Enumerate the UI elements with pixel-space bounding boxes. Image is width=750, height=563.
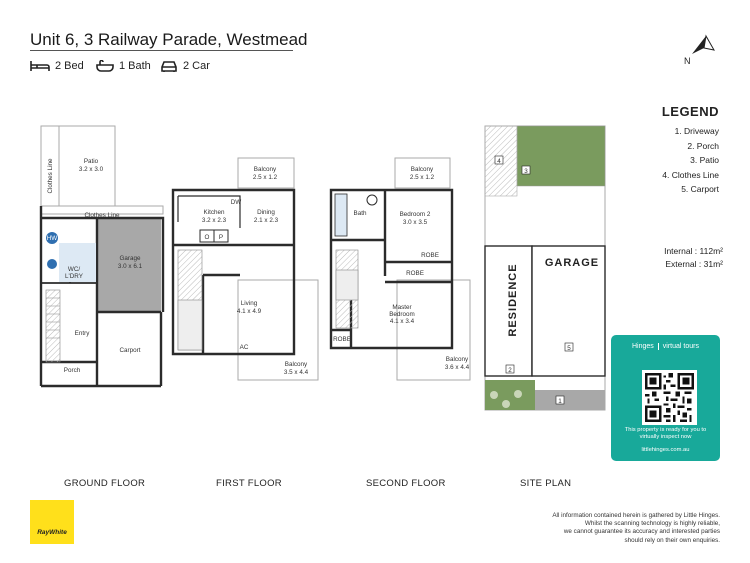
hw-unit: [46, 232, 58, 244]
site-marker-1: 1: [558, 398, 562, 405]
wc-label: WC/: [68, 266, 80, 273]
laundry-label: L'DRY: [65, 273, 84, 280]
kitchen-label: Kitchen: [203, 209, 225, 216]
robe3-label: ROBE: [333, 336, 351, 343]
entry-label: Entry: [75, 330, 91, 337]
living-label: Living: [241, 300, 258, 307]
bath-label: Bath: [354, 210, 367, 217]
site-plan: [484, 125, 606, 411]
patio-label: Patio: [84, 158, 99, 165]
badge-product: virtual tours: [657, 343, 699, 350]
disclaimer-line: All information contained herein is gath…: [552, 512, 720, 519]
legend-title: LEGEND: [661, 104, 719, 119]
garage-dimensions: 3.0 x 6.1: [118, 263, 143, 270]
north-label: N: [684, 56, 691, 66]
bath-feature: 1 Bath: [96, 60, 151, 72]
legend-item: 2. Porch: [687, 140, 719, 151]
site-marker-5: 5: [567, 345, 571, 352]
living-dimensions: 4.1 x 4.9: [237, 308, 262, 315]
balcony2-dimensions: 3.5 x 4.4: [284, 369, 309, 376]
second-floor-label: SECOND FLOOR: [366, 478, 446, 489]
disclaimer: All information contained herein is gath…: [470, 512, 720, 545]
site-marker-4: 4: [497, 158, 501, 165]
balcony3-label: Balcony: [411, 166, 434, 173]
balcony1-dimensions: 2.5 x 1.2: [253, 174, 278, 181]
first-floor-plan: [171, 157, 319, 381]
balcony2-label: Balcony: [285, 361, 308, 368]
ground-floor-plan: [39, 125, 165, 388]
balcony1-label: Balcony: [254, 166, 277, 173]
badge-url[interactable]: littlehinges.com.au: [641, 447, 690, 453]
balcony4-label: Balcony: [446, 356, 469, 363]
external-area-value: 31m²: [703, 259, 723, 269]
clothes-line-label: Clothes Line: [84, 212, 120, 219]
legend-list: 1. Driveway 2. Porch 3. Patio 4. Clothes…: [560, 124, 719, 197]
robe1-label: ROBE: [421, 252, 439, 259]
porch-label: Porch: [64, 367, 81, 374]
grass-area: [517, 126, 605, 186]
disclaimer-line: Whilst the scanning technology is highly…: [584, 520, 720, 528]
pantry-label: P: [219, 234, 223, 241]
internal-area-value: 112m²: [699, 246, 723, 256]
site-garage-label: GARAGE: [545, 257, 599, 269]
bath-icon: [96, 60, 114, 72]
bedroom2-dimensions: 3.0 x 3.5: [403, 219, 428, 226]
balcony4-dimensions: 3.6 x 4.4: [445, 364, 470, 371]
disclaimer-line: we cannot guarantee its accuracy and int…: [563, 528, 720, 536]
bed-count: 2 Bed: [55, 60, 84, 72]
patio-dimensions: 3.2 x 3.0: [79, 166, 104, 173]
agency-logo-text: RayWhite: [37, 529, 67, 536]
legend-item: 4. Clothes Line: [662, 169, 719, 180]
virtual-tour-badge[interactable]: Hinges virtual tours This property is re…: [611, 335, 720, 461]
agency-logo: RayWhite: [30, 500, 74, 544]
dining-dimensions: 2.1 x 2.3: [254, 217, 279, 224]
balcony3-dimensions: 2.5 x 1.2: [410, 174, 435, 181]
first-floor-label: FIRST FLOOR: [216, 478, 282, 489]
bed-icon: [30, 61, 50, 71]
badge-brand: Hinges: [632, 343, 654, 350]
title-divider: [30, 50, 293, 51]
robe2-label: ROBE: [406, 270, 424, 277]
dining-label: Dining: [257, 209, 275, 216]
internal-area-label: Internal :: [664, 246, 698, 256]
garage-fill: [97, 218, 161, 312]
ac-label: AC: [240, 344, 249, 351]
clothes-line-vertical-label: Clothes Line: [47, 158, 54, 194]
area-summary: Internal : 112m² External : 31m²: [600, 245, 723, 271]
second-floor-plan: [329, 157, 471, 381]
dishwasher-label: DW: [231, 199, 242, 206]
legend-item: 3. Patio: [690, 155, 719, 165]
car-feature: 2 Car: [160, 60, 210, 72]
master-bedroom-label: Master: [392, 304, 411, 311]
badge-header: Hinges virtual tours: [611, 343, 720, 350]
legend-item: 5. Carport: [681, 184, 719, 194]
bedroom2-label: Bedroom 2: [400, 211, 431, 218]
site-marker-2: 2: [508, 367, 512, 374]
master-bedroom-dimensions: 4.1 x 3.4: [390, 318, 415, 325]
badge-message: This property is ready for you to virtua…: [624, 427, 707, 440]
external-area-label: External :: [665, 259, 702, 269]
bath-count: 1 Bath: [119, 60, 151, 72]
bed-feature: 2 Bed: [30, 60, 84, 72]
carport-label: Carport: [120, 347, 141, 354]
hw-label: HW: [47, 235, 58, 242]
master-bedroom-label2: Bedroom: [389, 311, 415, 318]
oven-label: O: [205, 234, 210, 241]
car-icon: [161, 61, 177, 72]
residence-label: RESIDENCE: [507, 263, 519, 336]
page-title: Unit 6, 3 Railway Parade, Westmead: [30, 30, 308, 49]
site-marker-3: 3: [524, 168, 528, 175]
car-count: 2 Car: [183, 60, 210, 72]
legend-item: 1. Driveway: [674, 126, 719, 136]
garage-label: Garage: [119, 255, 141, 262]
kitchen-dimensions: 3.2 x 2.3: [202, 217, 227, 224]
ground-floor-label: GROUND FLOOR: [64, 478, 146, 489]
qr-code-icon[interactable]: [642, 370, 697, 425]
disclaimer-line: should rely on their own enquiries.: [624, 536, 720, 544]
north-arrow-icon: [692, 34, 715, 54]
site-plan-label: SITE PLAN: [520, 478, 572, 489]
